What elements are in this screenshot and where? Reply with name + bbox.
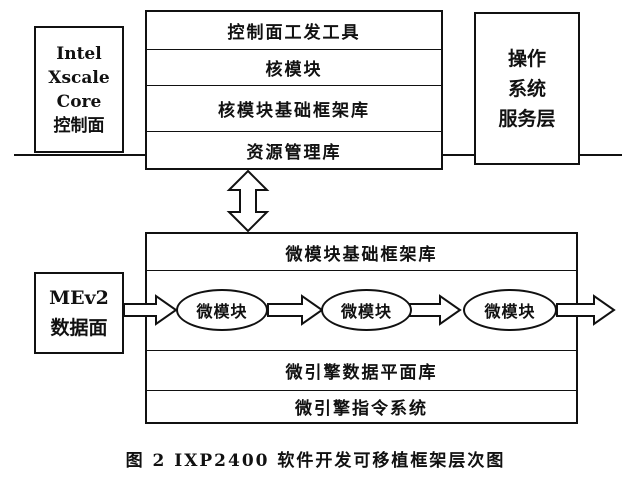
left-bottom-line-2: 数据面 [50, 317, 108, 339]
double-arrow-icon [226, 169, 270, 233]
bottom-header-row: 微模块基础框架库 [285, 244, 438, 265]
right-top-line-1: 操作 [507, 47, 546, 70]
intel-xscale-core-box: Intel Xscale Core 控制面 [34, 26, 124, 153]
micro-module-1: 微模块 [176, 289, 268, 331]
top-row-4: 资源管理库 [147, 131, 441, 168]
left-bottom-line-1: MEv2 [49, 287, 109, 309]
os-service-layer-box: 操作 系统 服务层 [474, 12, 580, 165]
left-top-line-4: 控制面 [53, 115, 105, 136]
top-row-2: 核模块 [147, 49, 441, 85]
flow-arrow-1-icon [267, 294, 324, 326]
left-top-line-2: Xscale [48, 67, 110, 88]
left-top-line-3: Core [56, 91, 102, 112]
left-top-line-1: Intel [56, 43, 102, 64]
right-top-line-3: 服务层 [498, 107, 556, 130]
figure-caption: 图 2 IXP2400 软件开发可移植框架层次图 [125, 451, 506, 471]
top-row-3: 核模块基础框架库 [147, 85, 441, 131]
flow-arrow-in-icon [123, 294, 178, 326]
micro-module-2: 微模块 [321, 289, 412, 331]
bottom-row-1: 微引擎数据平面库 [147, 350, 576, 390]
module-row [147, 270, 576, 350]
micro-module-3: 微模块 [463, 289, 557, 331]
right-top-line-2: 系统 [507, 77, 546, 100]
bottom-row-2: 微引擎指令系统 [147, 390, 576, 422]
flow-arrow-out-icon [556, 294, 616, 326]
flow-arrow-2-icon [409, 294, 462, 326]
top-layer-stack: 控制面工发工具 核模块 核模块基础框架库 资源管理库 [145, 10, 443, 170]
top-row-1: 控制面工发工具 [227, 23, 361, 43]
